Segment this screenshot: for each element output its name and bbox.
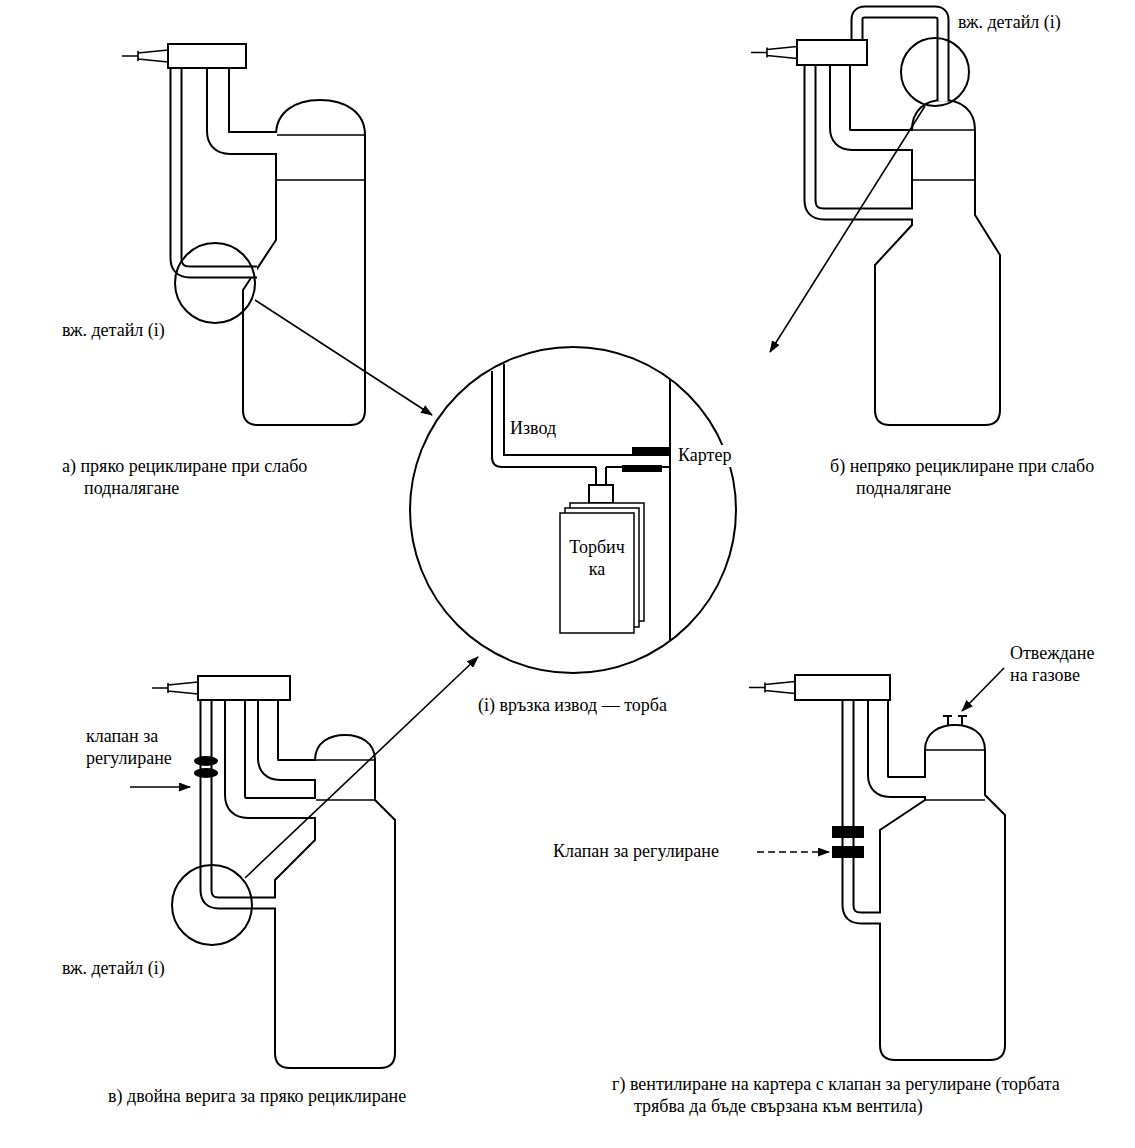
inlet-box <box>797 40 867 65</box>
valve-symbol <box>832 826 864 838</box>
valve-symbol <box>832 846 864 858</box>
leader-arrow <box>245 657 478 878</box>
bottle-outline <box>275 735 395 1068</box>
valve-symbol <box>194 756 218 766</box>
nozzle <box>749 682 795 694</box>
pipe-wall <box>878 700 926 787</box>
pipe-wall <box>857 12 943 101</box>
inlet-box <box>795 675 890 700</box>
pipe-bore <box>235 700 316 808</box>
leader-arrow <box>130 786 190 788</box>
pipe-bore <box>878 700 926 787</box>
detail-marker <box>901 38 969 106</box>
nozzle <box>122 50 168 62</box>
figure-label: а) пряко рециклиране при слабо подналяга… <box>62 456 367 499</box>
figure-label: вж. детайл (i) <box>958 12 1061 34</box>
pipe-wall <box>235 700 316 808</box>
pipe-bore <box>218 68 277 143</box>
pipe-bore <box>810 65 913 214</box>
seal-mark <box>632 447 670 455</box>
detail-circle: ИзводКартер(i) връзка извод — торбаТорби… <box>408 345 738 675</box>
detail-marker <box>175 243 255 323</box>
bottle-seam <box>912 130 975 180</box>
figure-label: в) двойна верига за пряко рециклиране <box>108 1086 406 1108</box>
pipe-bore <box>268 700 316 770</box>
pipe-wall <box>218 68 277 143</box>
valve-symbol <box>194 768 218 778</box>
part-label: Извод <box>510 418 556 440</box>
nozzle <box>751 47 797 59</box>
outlet-pipe <box>492 364 670 467</box>
figure-label: Отвеждане на газове <box>1010 643 1115 686</box>
gas-outlet <box>943 716 967 725</box>
part-label: Картер <box>676 445 733 467</box>
leader-arrow <box>255 300 432 415</box>
detail-marker <box>172 865 252 945</box>
bottle-seam <box>925 750 985 800</box>
leader-arrow <box>770 106 925 352</box>
inlet-box <box>198 676 290 700</box>
inlet-box <box>168 44 246 68</box>
figure-label: б) непряко рециклиране при слабо подналя… <box>830 456 1105 499</box>
figure-label: вж. детайл (i) <box>62 320 165 342</box>
bottle-outline <box>880 725 1005 1060</box>
bottle-seam <box>276 135 365 180</box>
bag-stem <box>596 467 606 485</box>
leader-arrow <box>757 851 829 853</box>
nozzle <box>152 682 198 694</box>
figure-label: г) вентилиране на картера с клапан за ре… <box>612 1074 1102 1117</box>
figure-label: клапан за регулиране <box>86 726 198 769</box>
detail-outline <box>410 347 736 673</box>
figure-label: Клапан за регулиране <box>553 841 719 863</box>
leader-arrow <box>962 668 1004 711</box>
seal-mark <box>622 465 662 472</box>
detail-caption: (i) връзка извод — торба <box>478 695 667 717</box>
bag-label: Торбич ка <box>560 537 634 580</box>
figure-label: вж. детайл (i) <box>62 958 165 980</box>
bag-fitting <box>589 485 613 503</box>
pipe-bore <box>857 12 943 101</box>
pipe-wall <box>810 65 913 214</box>
pipe-wall <box>268 700 316 770</box>
crankcase-wall <box>669 379 671 641</box>
bag-sheet <box>560 513 634 633</box>
bottle-seam <box>315 760 375 800</box>
bag-node: Торбич ка <box>560 503 644 633</box>
